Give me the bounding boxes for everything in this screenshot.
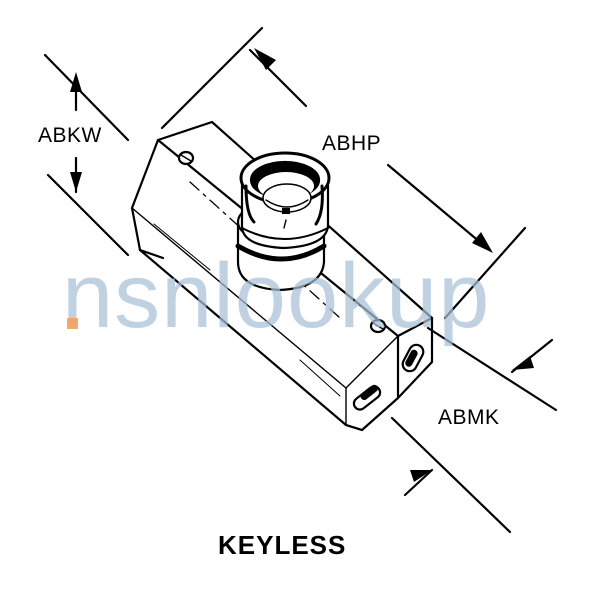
port-bore bbox=[262, 183, 312, 213]
abkw-extension-line-top bbox=[43, 53, 130, 142]
set-screw-holes bbox=[177, 150, 387, 334]
abhp-dimension bbox=[160, 26, 527, 320]
watermark-text: nsnlookup bbox=[62, 245, 491, 347]
abhp-extension-line-left bbox=[160, 26, 264, 130]
block-right-end-side bbox=[396, 316, 434, 400]
threaded-port bbox=[235, 151, 331, 292]
watermark-dot bbox=[67, 318, 78, 329]
abmk-dimension-line-bottom bbox=[403, 468, 434, 497]
abhp-extension-line-right bbox=[443, 226, 527, 320]
block-left-end bbox=[130, 138, 165, 260]
part-caption: KEYLESS bbox=[218, 530, 347, 560]
arrow-heads bbox=[70, 48, 534, 482]
abhp-arrow-left bbox=[254, 48, 276, 70]
label-abmk: ABMK bbox=[438, 406, 500, 429]
abhp-arrow-right bbox=[472, 232, 493, 253]
block-right-end-front bbox=[344, 334, 400, 432]
abkw-arrow-top bbox=[70, 72, 82, 92]
end-slots bbox=[352, 343, 425, 411]
abkw-dimension bbox=[43, 53, 130, 257]
abhp-dimension-line-left bbox=[248, 48, 308, 108]
label-abhp: ABHP bbox=[322, 132, 382, 155]
abhp-dimension-line-right bbox=[386, 163, 489, 250]
label-abkw: ABKW bbox=[38, 124, 102, 147]
abkw-arrow-bottom bbox=[70, 172, 82, 192]
abmk-extension-line-top bbox=[426, 326, 558, 412]
abmk-extension-line-bottom bbox=[390, 416, 512, 534]
abmk-arrow-top bbox=[512, 356, 534, 370]
abmk-arrow-bottom bbox=[410, 470, 432, 482]
block-edge-line bbox=[131, 207, 347, 389]
abkw-extension-line-bottom bbox=[46, 173, 130, 257]
